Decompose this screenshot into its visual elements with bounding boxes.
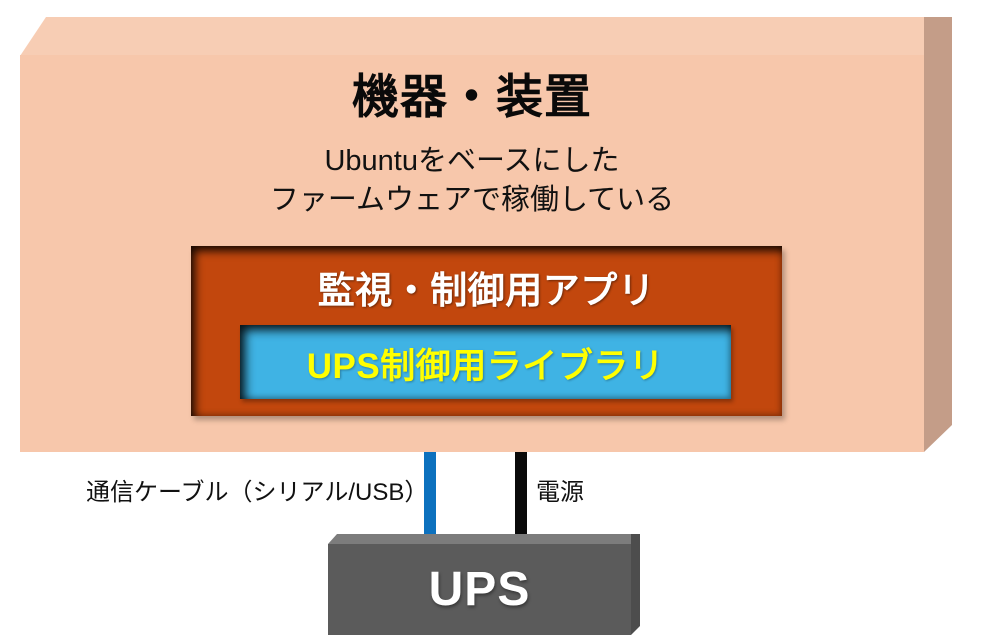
ups-unit-label: UPS xyxy=(428,563,531,616)
ups-unit-front-face xyxy=(328,544,631,635)
ups-unit: UPS xyxy=(328,534,648,640)
ups-control-library-box: UPS制御用ライブラリ xyxy=(240,325,731,399)
monitoring-control-app-label: 監視・制御用アプリ xyxy=(317,270,656,311)
monitoring-control-app-box: 監視・制御用アプリ UPS制御用ライブラリ xyxy=(191,246,782,416)
ups-control-library-label: UPS制御用ライブラリ xyxy=(306,347,665,386)
ups-unit-side-face xyxy=(631,534,640,635)
device-enclosure-side-face xyxy=(924,17,952,452)
device-subtitle-line-2: ファームウェアで稼働している xyxy=(269,183,675,216)
device-subtitle-line-1: Ubuntuをベースにした xyxy=(324,145,620,177)
device-subtitle: Ubuntuをベースにした ファームウェアで稼働している xyxy=(20,142,924,220)
power-cable-line xyxy=(515,452,527,541)
communication-cable-line xyxy=(424,452,436,541)
device-title: 機器・装置 xyxy=(352,70,592,123)
communication-cable-label: 通信ケーブル（シリアル/USB） xyxy=(86,479,429,506)
ups-unit-top-face xyxy=(328,534,640,544)
power-cable-label: 電源 xyxy=(536,479,584,506)
device-enclosure-top-face xyxy=(20,17,950,56)
